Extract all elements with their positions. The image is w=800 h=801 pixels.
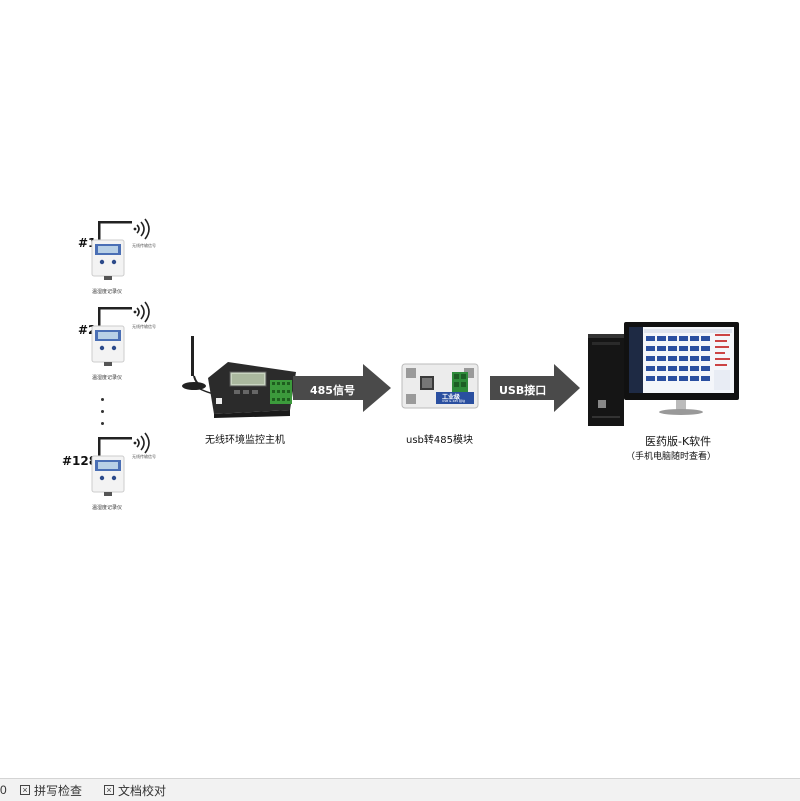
ellipsis-dots — [101, 398, 107, 434]
signal-caption: 无线传输信号 — [132, 243, 156, 248]
sensor-unit-128: #128 无线传输信号 温湿度记录仪 — [62, 430, 182, 511]
module-subtitle: USB & 485 模块 — [442, 399, 466, 403]
spellcheck-button[interactable]: × 拼写检查 — [20, 782, 82, 798]
arrow-485-signal — [293, 364, 391, 412]
proofread-button[interactable]: × 文档校对 — [104, 782, 166, 798]
usb-485-module-image — [401, 363, 479, 409]
signal-caption: 无线传输信号 — [132, 454, 156, 459]
arrow-usb-label: USB接口 — [499, 384, 547, 397]
sensor-number: #128 — [62, 454, 98, 468]
arrow-485-label: 485信号 — [310, 384, 355, 397]
software-title: 医药版-K软件 — [645, 435, 712, 448]
software-subtitle: （手机电脑随时查看） — [626, 452, 717, 462]
sensor-device-icon — [91, 218, 150, 280]
proofread-label: 文档校对 — [118, 783, 167, 798]
sensor-device-icon — [91, 301, 150, 366]
signal-caption: 无线传输信号 — [132, 324, 156, 329]
sensor-caption: 温湿度记录仪 — [92, 505, 123, 511]
sensor-caption: 温湿度记录仪 — [92, 289, 123, 295]
host-controller-image — [182, 336, 296, 418]
sensor-device-icon — [91, 432, 150, 496]
close-box-icon: × — [104, 785, 114, 795]
computer-image — [588, 322, 739, 426]
arrow-usb — [490, 364, 580, 412]
module-label: usb转485模块 — [406, 435, 473, 446]
sensor-unit-1: #1 无线传输信号 温湿度记录仪 — [74, 214, 184, 295]
sensor-unit-2: #2 无线传输信号 温湿度记录仪 — [74, 298, 184, 381]
spellcheck-label: 拼写检查 — [34, 783, 83, 798]
close-box-icon: × — [20, 785, 30, 795]
status-zero: 0 — [0, 783, 7, 797]
status-bar: 0 × 拼写检查 × 文档校对 — [0, 778, 800, 801]
system-diagram: #1 无线传输信号 温湿度记录仪 #2 — [62, 214, 739, 511]
host-label: 无线环境监控主机 — [205, 435, 285, 446]
sensor-caption: 温湿度记录仪 — [92, 375, 123, 381]
module-brand: 工业级 — [442, 394, 461, 401]
